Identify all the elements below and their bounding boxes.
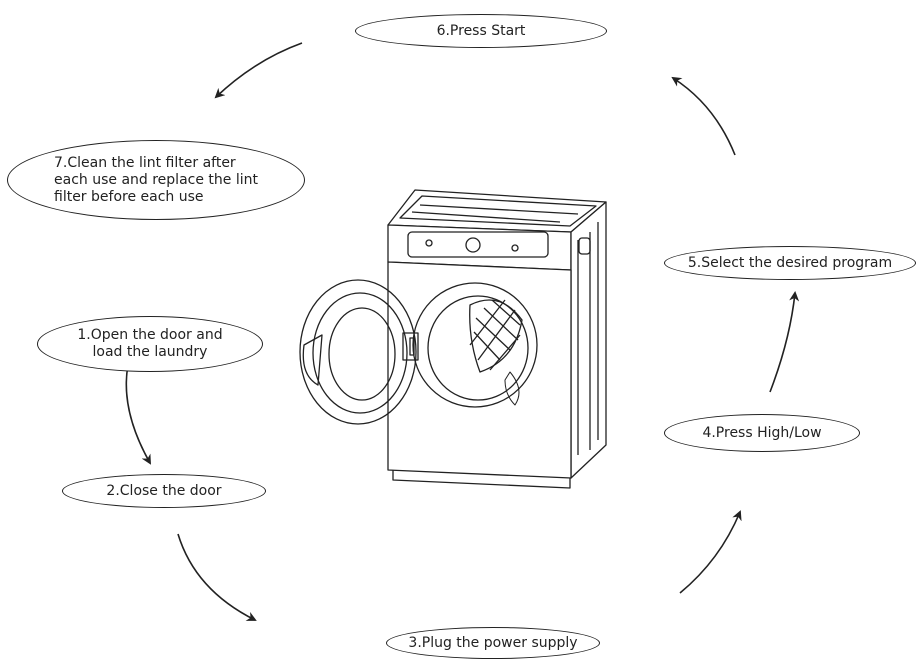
arrow-1-to-2 bbox=[125, 364, 151, 465]
step-5: 5.Select the desired program bbox=[664, 246, 916, 280]
dryer-illustration bbox=[299, 189, 607, 489]
step-2: 2.Close the door bbox=[62, 474, 266, 508]
step-6-label: 6.Press Start bbox=[436, 22, 526, 39]
lint-filter-illustration bbox=[469, 299, 523, 373]
step-4-label: 4.Press High/Low bbox=[702, 424, 822, 441]
step-4: 4.Press High/Low bbox=[664, 414, 860, 452]
arrow-2-to-3 bbox=[177, 533, 257, 621]
dryer-side bbox=[570, 201, 607, 479]
step-3-label: 3.Plug the power supply bbox=[408, 634, 578, 651]
step-3: 3.Plug the power supply bbox=[386, 627, 600, 659]
arrow-4-to-5 bbox=[769, 291, 800, 393]
step-2-label: 2.Close the door bbox=[106, 482, 222, 499]
step-7: 7.Clean the lint filter after each use a… bbox=[7, 140, 305, 220]
step-1-label: 1.Open the door and load the laundry bbox=[77, 327, 223, 360]
dryer-door bbox=[299, 279, 419, 425]
step-5-label: 5.Select the desired program bbox=[687, 254, 893, 271]
step-7-label: 7.Clean the lint filter after each use a… bbox=[54, 154, 258, 205]
step-6: 6.Press Start bbox=[355, 14, 607, 48]
arrow-6-to-7 bbox=[214, 42, 303, 99]
arrow-3-to-4 bbox=[679, 510, 742, 594]
step-1: 1.Open the door and load the laundry bbox=[37, 316, 263, 372]
drum-opening bbox=[412, 282, 538, 408]
arrow-5-to-6 bbox=[671, 76, 736, 156]
dryer-knob bbox=[465, 237, 481, 253]
